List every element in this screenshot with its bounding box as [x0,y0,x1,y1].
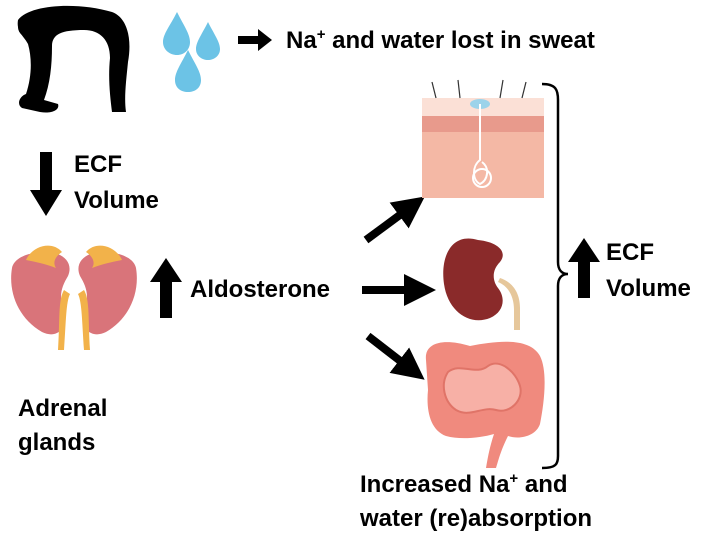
aldosterone-label: Aldosterone [190,276,331,303]
adrenal-line1: Adrenal [18,395,108,422]
kidney-adrenal-icon [11,245,137,350]
reabsorption-line2: water (re)absorption [360,505,593,532]
aldosterone-up-arrow [150,258,182,318]
sweat-label-sup: + [316,26,326,43]
exercising-person-icon [17,5,130,113]
ecf-increase-line2: Volume [606,275,691,302]
sweat-label-prefix: Na [286,27,317,54]
ecf-decrease-line1: ECF [74,151,122,178]
ecf-up-arrow [568,238,600,298]
reabsorption-line1: Increased Na+ and [360,470,568,500]
arrow-to-skin [363,196,425,244]
kidney-icon [443,238,520,330]
reabsorption-suffix: and [518,471,568,498]
ecf-decrease-line2: Volume [74,187,159,214]
adrenal-line2: glands [18,429,96,456]
skin-sweat-gland-icon [422,79,544,198]
sweat-drops-icon [163,12,220,92]
reabsorption-prefix: Increased Na [360,471,510,498]
reabsorption-sup: + [509,470,519,487]
sweat-arrow [238,29,272,51]
arrow-to-intestine [365,332,425,380]
sweat-label: Na+ and water lost in sweat [286,26,595,56]
bracket [541,82,569,470]
sweat-label-suffix: and water lost in sweat [325,27,595,54]
ecf-down-arrow [30,152,62,216]
intestines-icon [425,341,545,468]
ecf-increase-line1: ECF [606,239,654,266]
